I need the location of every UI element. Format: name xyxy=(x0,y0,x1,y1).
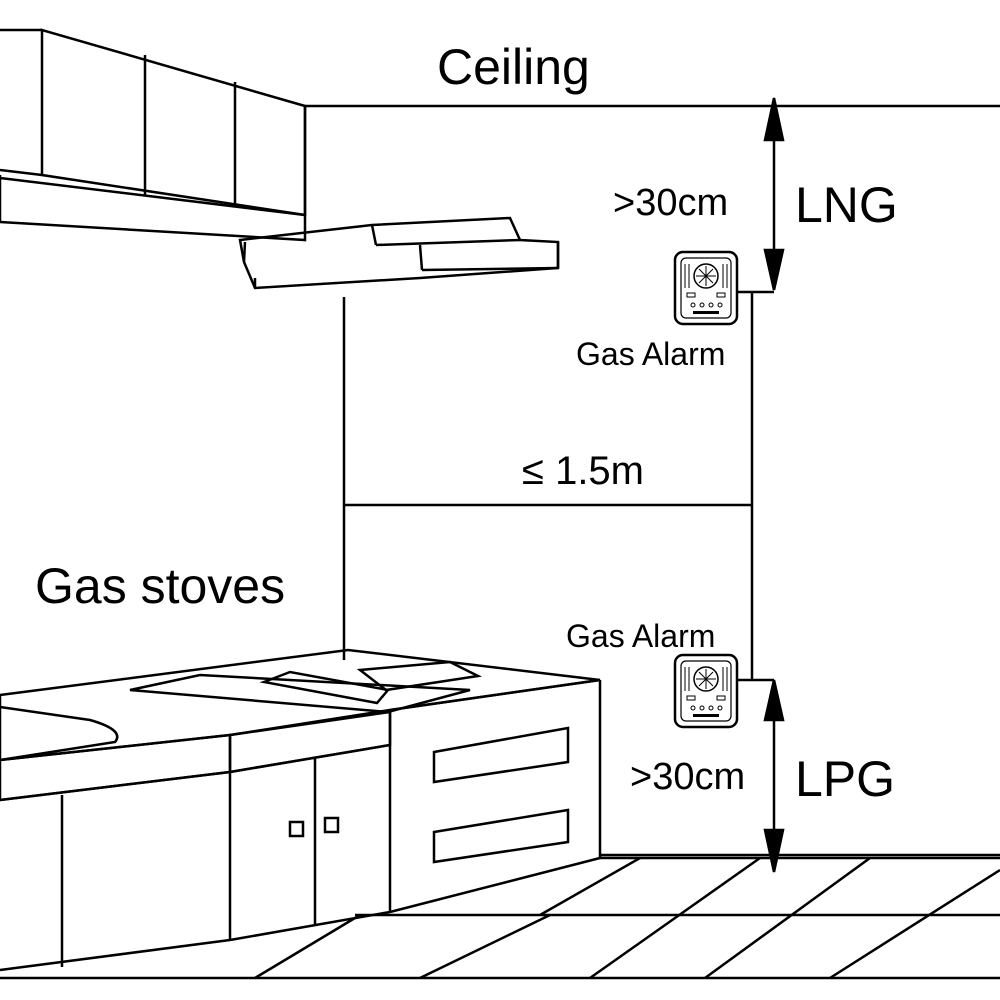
bottom-alarm-label: Gas Alarm xyxy=(566,618,715,654)
top-alarm-label: Gas Alarm xyxy=(576,336,725,372)
lng-label: LNG xyxy=(795,177,898,233)
ceiling-label: Ceiling xyxy=(437,39,590,95)
top-distance-label: >30cm xyxy=(613,182,728,224)
dimension-arrows xyxy=(763,97,785,873)
lpg-label: LPG xyxy=(795,751,895,807)
bottom-distance-label: >30cm xyxy=(630,756,745,798)
floor-tiles xyxy=(0,856,1000,980)
gas-alarm-bottom xyxy=(673,653,739,729)
kitchen-counter xyxy=(0,648,602,972)
upper-cabinets xyxy=(0,28,307,242)
gas-stoves-label: Gas stoves xyxy=(35,558,285,614)
range-hood xyxy=(238,216,560,290)
measurement-lines xyxy=(342,290,774,682)
gas-alarm-top xyxy=(673,250,739,326)
room-lines xyxy=(0,28,1000,857)
horizontal-distance-label: ≤ 1.5m xyxy=(522,449,644,493)
